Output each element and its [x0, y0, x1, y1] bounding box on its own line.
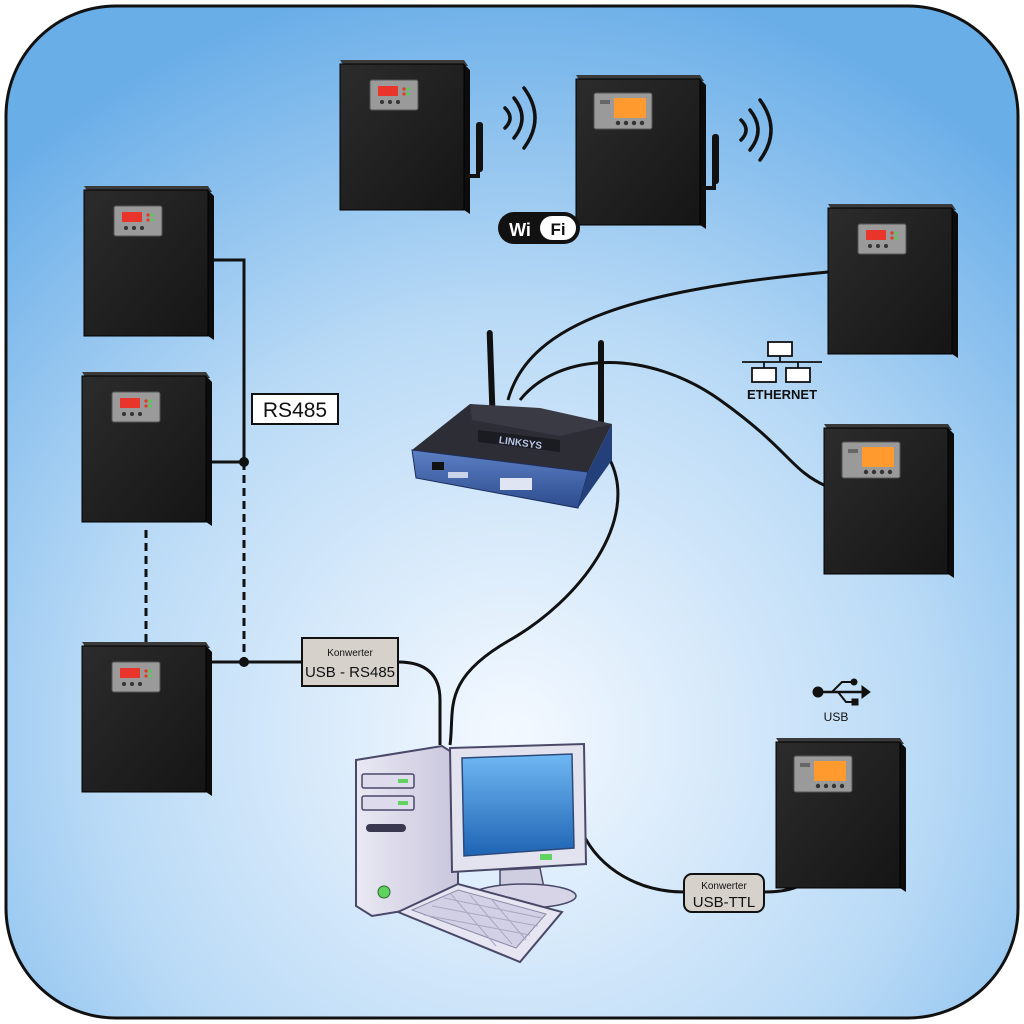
dashed-bus-lines — [144, 462, 246, 662]
bus-junction-dot — [239, 657, 249, 667]
background-panel — [4, 4, 1020, 1020]
router-to-middle-right-psu-cable — [518, 361, 827, 488]
converter-usb-ttl-title: Konwerter — [701, 881, 747, 892]
power-supply-left-bottom — [81, 641, 213, 797]
usb-label: USB — [824, 710, 849, 724]
pc-to-usb-ttl-cable — [580, 831, 685, 894]
ethernet-label: ETHERNET — [747, 387, 817, 402]
converter-usb-rs485-title: Konwerter — [327, 648, 373, 659]
router-to-pc-cable — [448, 459, 620, 746]
power-supply-left-top — [83, 185, 215, 341]
wifi-antenna — [466, 122, 719, 190]
converter-usb-rs485-name: USB - RS485 — [305, 664, 395, 681]
desktop-computer — [355, 742, 588, 964]
rs485-label-box: RS485 — [251, 393, 339, 425]
converter-usb-ttl: Konwerter USB-TTL — [683, 873, 765, 913]
power-supply-wifi-right — [575, 74, 707, 230]
converter-usb-rs485: Konwerter USB - RS485 — [301, 637, 399, 687]
ethernet-icon — [742, 341, 822, 383]
wifi-logo-fi: Fi — [550, 220, 565, 239]
converter-to-pc-cable — [397, 660, 442, 745]
usb-icon — [812, 678, 871, 706]
wifi-logo: Wi Fi — [498, 212, 580, 244]
power-supply-wifi-left — [339, 59, 471, 215]
rs485-bus-line — [212, 258, 246, 464]
wireless-router: LINKSYS — [411, 330, 612, 509]
wifi-waves-icon — [503, 86, 773, 162]
power-supply-ethernet-bottom — [823, 423, 955, 579]
wifi-logo-wi: Wi — [509, 220, 531, 240]
bus-junction-dot — [239, 457, 249, 467]
converter-usb-ttl-name: USB-TTL — [693, 894, 756, 911]
cables — [212, 258, 829, 894]
router-to-top-right-psu-cable — [506, 270, 829, 401]
power-supply-ethernet-top — [827, 203, 959, 359]
power-supply-left-middle — [81, 371, 213, 527]
power-supply-usb — [775, 737, 907, 893]
rs485-label: RS485 — [263, 399, 327, 422]
